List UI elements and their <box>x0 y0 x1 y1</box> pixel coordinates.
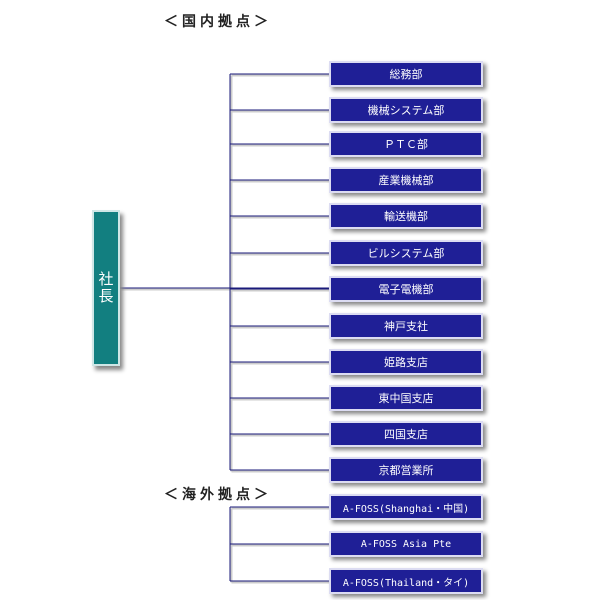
overseas-asia-pte[interactable]: A-FOSS Asia Pte <box>329 531 483 557</box>
domestic-section-title: ＜国内拠点＞ <box>164 14 272 30</box>
president-box[interactable]: 社長 <box>92 210 120 366</box>
president-label: 社長 <box>96 271 115 305</box>
overseas-thailand[interactable]: A-FOSS(Thailand・タイ) <box>329 568 483 594</box>
dept-general-affairs[interactable]: 総務部 <box>329 61 483 87</box>
dept-electronics[interactable]: 電子電機部 <box>329 276 483 302</box>
branch-kobe[interactable]: 神戸支社 <box>329 313 483 339</box>
overseas-section-title: ＜海外拠点＞ <box>164 487 272 503</box>
dept-building-systems[interactable]: ビルシステム部 <box>329 240 483 266</box>
overseas-shanghai[interactable]: A-FOSS(Shanghai・中国) <box>329 494 483 520</box>
branch-himeji[interactable]: 姫路支店 <box>329 349 483 375</box>
dept-industrial-machinery[interactable]: 産業機械部 <box>329 167 483 193</box>
office-kyoto[interactable]: 京都営業所 <box>329 457 483 483</box>
branch-east-chugoku[interactable]: 東中国支店 <box>329 385 483 411</box>
dept-ptc[interactable]: ＰＴＣ部 <box>329 131 483 157</box>
dept-machine-systems[interactable]: 機械システム部 <box>329 97 483 123</box>
dept-transport-machinery[interactable]: 輸送機部 <box>329 203 483 229</box>
branch-shikoku[interactable]: 四国支店 <box>329 421 483 447</box>
